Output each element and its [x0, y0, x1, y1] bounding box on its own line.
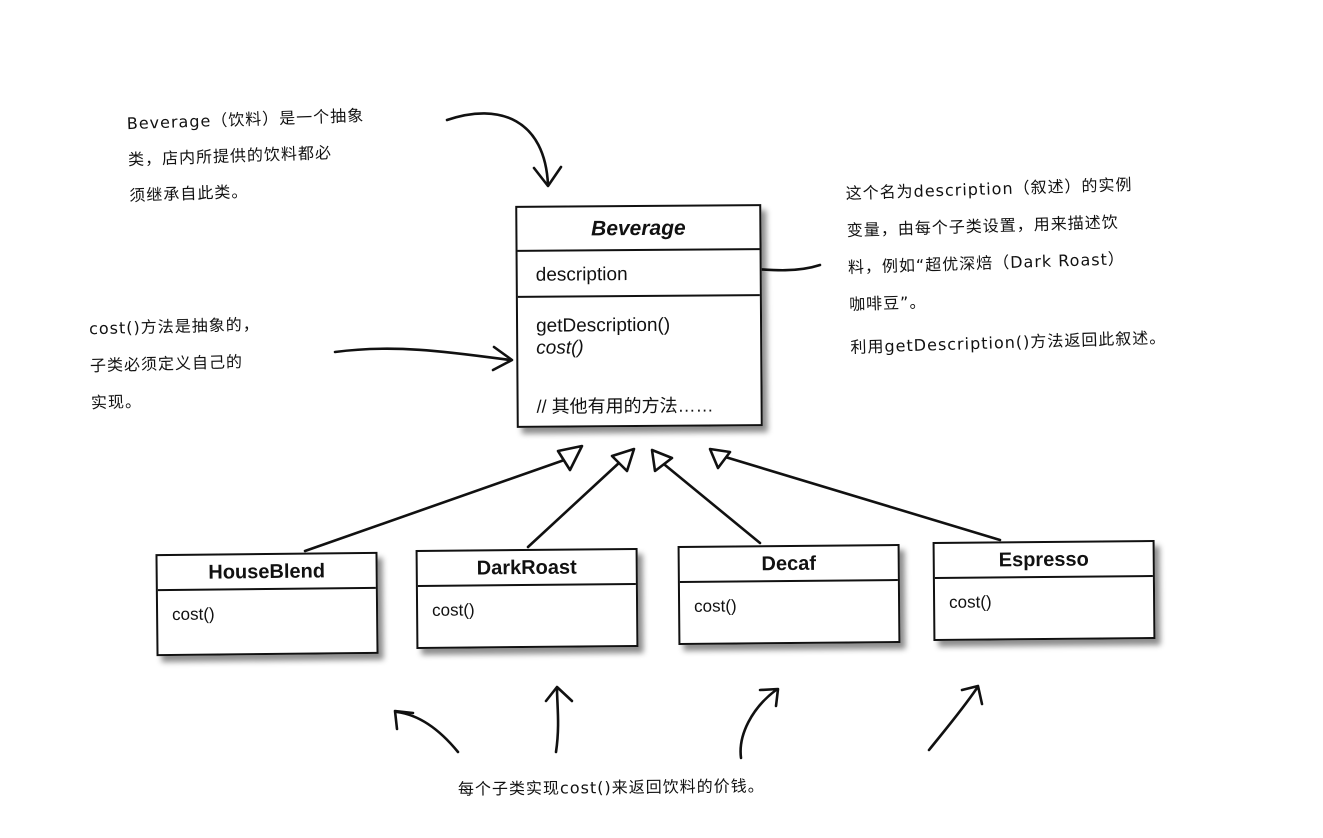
inherit-arrowhead-espresso — [708, 447, 732, 470]
note-line: cost()方法是抽象的， — [88, 314, 260, 339]
beverage-class-name: Beverage — [517, 206, 760, 252]
note-subclass-cost: 每个子类实现cost()来返回饮料的价钱。 — [458, 768, 765, 807]
decaf-class-box: Decaf cost() — [677, 544, 901, 645]
inherit-arrowhead-decaf — [650, 448, 674, 473]
darkroast-class-name: DarkRoast — [417, 550, 636, 587]
espresso-class-name: Espresso — [934, 542, 1153, 579]
note-cost-abstract: cost()方法是抽象的， 子类必须定义自己的 实现。 — [89, 306, 263, 421]
bottom-arrow-1 — [395, 710, 460, 754]
bottom-arrow-2-head — [544, 685, 574, 703]
beverage-class-box: Beverage description getDescription() co… — [515, 204, 763, 428]
bottom-arrow-3-head — [758, 687, 780, 708]
bottom-arrow-1-head — [393, 709, 415, 731]
note-beverage-abstract: Beverage（饮料）是一个抽象 类，店内所提供的饮料都必 须继承自此类。 — [126, 98, 367, 214]
inherit-line-darkroast — [526, 460, 622, 549]
inherit-arrowhead-darkroast — [610, 447, 636, 473]
bottom-arrow-4-head — [960, 684, 984, 706]
houseblend-method-cost: cost() — [172, 604, 215, 624]
inherit-line-houseblend — [303, 456, 572, 553]
bottom-arrow-3 — [739, 688, 778, 760]
inherit-line-espresso — [720, 454, 1002, 542]
bottom-arrow-2 — [554, 686, 560, 754]
houseblend-class-box: HouseBlend cost() — [155, 551, 379, 657]
note-arrow-cost-head — [491, 345, 514, 372]
note-arrow-beverage — [445, 112, 550, 187]
note-arrow-cost — [333, 347, 512, 362]
inherit-arrowhead-houseblend — [556, 444, 584, 472]
darkroast-class-box: DarkRoast cost() — [415, 548, 639, 649]
note-description-variable: 这个名为description（叙述）的实例 变量，由每个子类设置，用来描述饮 … — [845, 165, 1167, 366]
beverage-attribute: description — [517, 250, 760, 298]
note-line: 每个子类实现cost()来返回饮料的价钱。 — [457, 776, 765, 799]
decaf-method-cost: cost() — [694, 596, 737, 616]
houseblend-class-name: HouseBlend — [157, 553, 376, 592]
decaf-class-name: Decaf — [679, 546, 898, 583]
beverage-other-methods: // 其他有用的方法…… — [536, 395, 714, 417]
beverage-method-getdescription: getDescription() — [535, 314, 671, 337]
darkroast-method-cost: cost() — [432, 600, 475, 620]
inherit-line-decaf — [663, 463, 762, 545]
beverage-method-cost: cost() — [536, 337, 584, 359]
bottom-arrow-4 — [927, 686, 979, 752]
beverage-methods: getDescription() cost() // 其他有用的方法…… — [518, 296, 761, 418]
note-line: 实现。 — [90, 391, 143, 413]
espresso-class-box: Espresso cost() — [932, 540, 1156, 641]
note-arrow-beverage-head — [532, 165, 563, 188]
espresso-method-cost: cost() — [949, 592, 992, 612]
note-line: 子类必须定义自己的 — [89, 352, 244, 376]
